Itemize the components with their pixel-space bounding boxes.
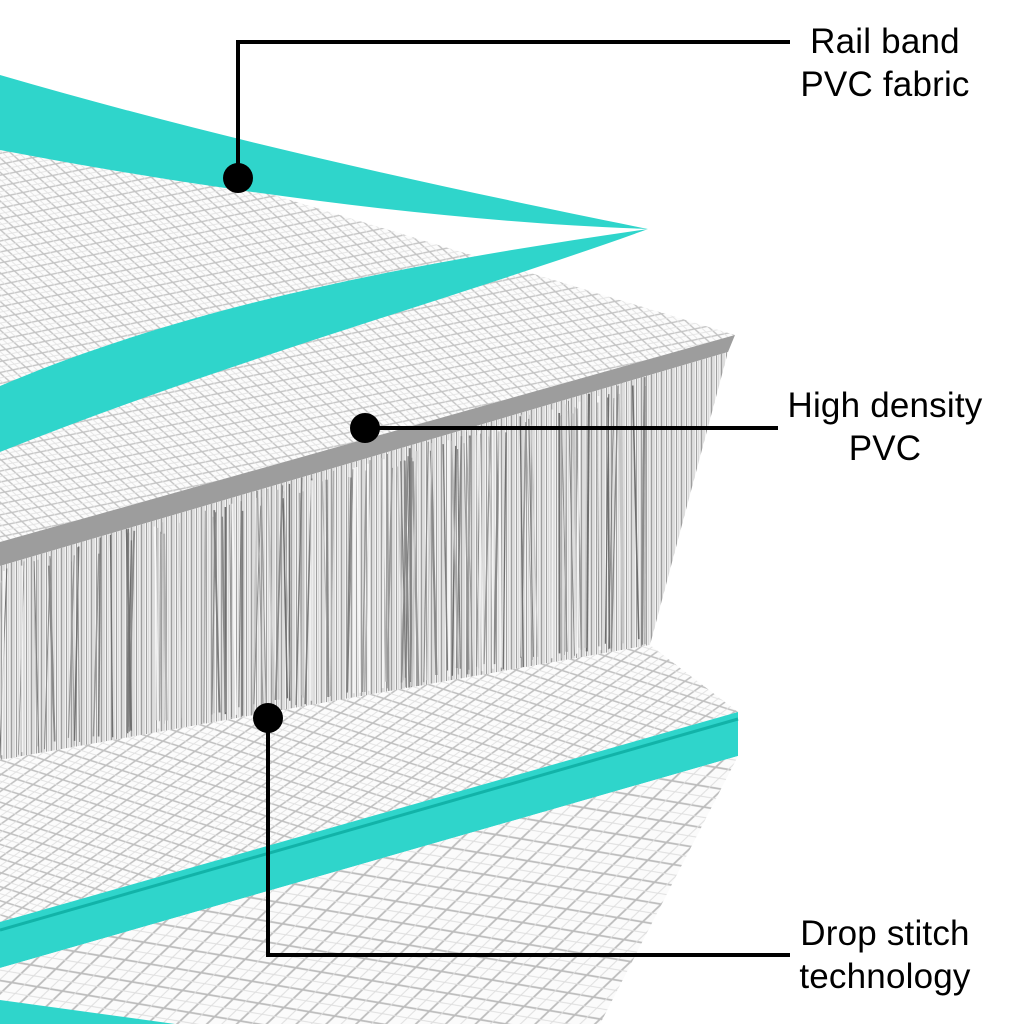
top-pvc-edge [0,335,735,566]
callout-dot-high-density [350,413,380,443]
bottom-rail-band-stripe [0,712,738,968]
bottom-left-rail-band-sliver [0,1000,175,1024]
label-drop-stitch-line2: technology [799,957,971,996]
label-high-density-line1: High density [787,386,983,425]
label-rail-band-line2: PVC fabric [800,65,970,104]
label-drop-stitch-line1: Drop stitch [800,914,970,953]
drop-stitch-thread-accents [0,377,646,758]
rail-band-ribbon [0,75,648,452]
callout-dot-rail-band [223,163,253,193]
label-high-density-pvc: High density PVC [770,384,1000,470]
drop-stitch-threads [0,352,728,760]
label-high-density-line2: PVC [848,429,922,468]
bottom-rail-band-seam [0,717,739,932]
label-rail-band: Rail band PVC fabric [772,20,998,106]
callout-line-drop-stitch [266,718,790,957]
label-drop-stitch-technology: Drop stitch technology [772,912,998,998]
callout-line-rail-band [236,40,790,178]
callout-dots [223,163,380,733]
label-rail-band-line1: Rail band [810,22,960,61]
top-pvc-surface [0,112,735,542]
bottom-inner-surface [0,645,738,922]
callout-dot-drop-stitch [253,703,283,733]
callout-lines [236,40,790,957]
